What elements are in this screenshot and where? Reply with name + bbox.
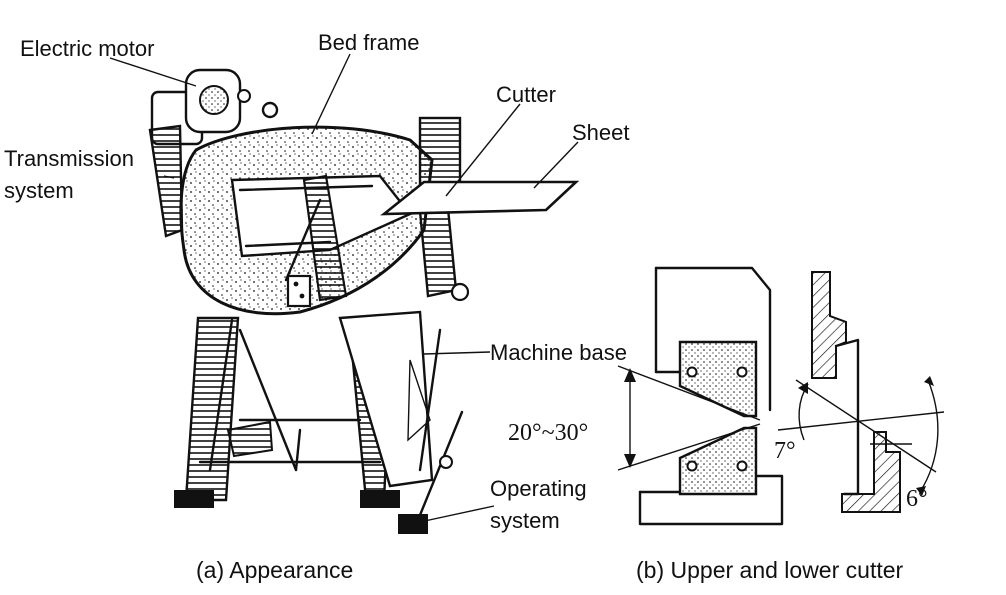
- connecting-rod: [284, 198, 322, 282]
- label-machine-base: Machine base: [490, 340, 627, 365]
- leader-transmission: [163, 175, 175, 179]
- left-foot: [174, 490, 214, 508]
- leader-bed-frame: [311, 53, 351, 135]
- right-foot: [360, 490, 400, 508]
- caption-cutter: (b) Upper and lower cutter: [636, 557, 904, 583]
- label-sheet: Sheet: [572, 120, 630, 145]
- leader-machine-base: [423, 351, 491, 355]
- wedge-line-lower: [617, 423, 761, 471]
- label-cutter: Cutter: [496, 82, 556, 107]
- cutter-detail: [617, 266, 945, 526]
- transmission-housing: [148, 124, 184, 238]
- label-bed-frame: Bed frame: [318, 30, 420, 55]
- label-rake-angle: 6°: [906, 486, 928, 512]
- wedge-line-upper: [617, 365, 761, 421]
- left-leg: [184, 316, 240, 502]
- rake-arc: [919, 379, 939, 493]
- upper-cutter-holder: [654, 266, 772, 412]
- leader-sheet: [533, 141, 579, 189]
- machine-appearance: [148, 68, 580, 534]
- side-upper-blade: [834, 338, 860, 496]
- label-operating-line2: system: [490, 508, 560, 533]
- label-wedge-angle: 20°~30°: [508, 420, 588, 446]
- leader-operating-system: [419, 505, 495, 523]
- foot-pedal: [398, 514, 428, 534]
- sheet-plate: [380, 180, 580, 216]
- leader-lines: [109, 53, 579, 523]
- lifting-eye: [261, 101, 279, 119]
- leader-electric-motor: [109, 57, 197, 87]
- label-relief-angle: 7°: [774, 438, 796, 464]
- upper-blade: [678, 340, 758, 418]
- leader-cutter: [445, 103, 521, 197]
- lower-linkage: [226, 420, 274, 458]
- linkage-block: [286, 274, 312, 308]
- upper-cutter-blade: [418, 116, 462, 192]
- side-shear-line-2: [777, 411, 945, 431]
- rear-brace: [208, 318, 302, 472]
- base-detail: [407, 359, 431, 442]
- caption-appearance: (a) Appearance: [196, 557, 353, 583]
- machine-base-body: [338, 310, 434, 488]
- pedal-arm: [416, 410, 464, 522]
- lower-cutter-holder: [638, 474, 784, 526]
- label-transmission-line1: Transmission: [4, 146, 134, 171]
- label-transmission-line2: system: [4, 178, 74, 203]
- crank-link: [302, 174, 348, 302]
- side-shear-line-1: [795, 379, 937, 473]
- side-upper-holder: [811, 271, 847, 379]
- label-operating-line1: Operating: [490, 476, 587, 501]
- label-electric-motor: Electric motor: [20, 36, 154, 61]
